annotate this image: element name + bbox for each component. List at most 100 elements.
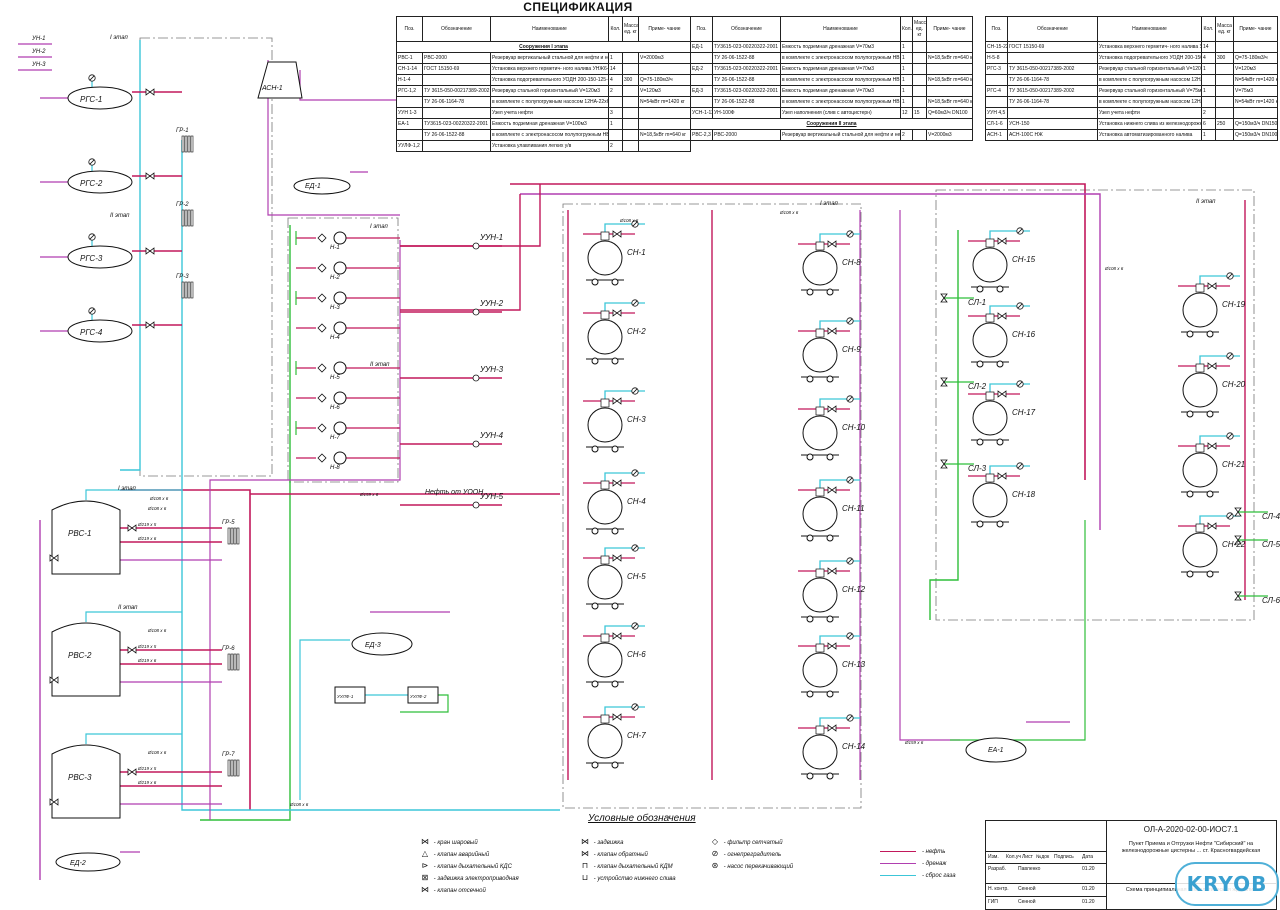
legend-text: - дренаж xyxy=(922,861,947,867)
spec-cell: УСН-1-12 xyxy=(690,107,713,119)
flame-arrester-icon xyxy=(632,545,638,551)
drain-unit-label: СЛ-6 xyxy=(1262,596,1280,605)
spec-cell: Установка верхнего герметич- ного налива… xyxy=(490,63,609,75)
legend-text: - клапан дыхательный КДС xyxy=(432,864,512,870)
flame-arrester-icon xyxy=(847,231,853,237)
loading-unit-label: СН-16 xyxy=(1012,330,1036,339)
spec-cell: Резервуар стальной горизонтальный V=120м… xyxy=(1097,63,1202,75)
spec-cell xyxy=(1215,85,1234,97)
spec-section-cell: Сооружения II этапа xyxy=(690,118,973,130)
loading-tank-icon xyxy=(802,415,838,451)
spec-cell: V=75м3 xyxy=(1233,85,1278,97)
ball-valve-icon xyxy=(940,459,948,469)
manifold-icon xyxy=(184,281,188,299)
vertical-tank-icon xyxy=(51,622,121,697)
ball-valve-icon xyxy=(827,327,837,335)
legend-item: ⊳ - клапан дыхательный КДС xyxy=(418,861,512,870)
wheel-icon xyxy=(826,772,834,780)
spec-cell: Резервуар вертикальный стальной для нефт… xyxy=(490,52,609,64)
manifold-icon xyxy=(181,135,185,153)
spec-cell xyxy=(690,74,713,86)
spec-cell: ГОСТ 15150-69 xyxy=(1007,41,1098,53)
spec-cell: РГС-3 xyxy=(985,63,1008,75)
loading-tank-icon xyxy=(1182,372,1218,408)
ball-valve-icon xyxy=(1207,522,1217,530)
vent-line xyxy=(819,560,860,569)
wheel-icon xyxy=(611,761,619,769)
legend-text: - клапан дыхательный КДМ xyxy=(592,864,673,870)
oil-source-label: Нефть от УООН xyxy=(425,489,484,496)
manifold-icon xyxy=(190,135,194,153)
loading-unit-label: СН-8 xyxy=(842,258,861,267)
spec-cell: ТУ 26-06-1522-88 xyxy=(712,74,781,86)
manifold-label: ГР-5 xyxy=(222,520,235,526)
gas-line xyxy=(120,40,141,471)
drain-tank-icon xyxy=(293,177,351,195)
stamp-line xyxy=(986,896,1106,897)
loading-arm-icon xyxy=(1195,523,1205,533)
loading-tank-icon xyxy=(587,642,623,678)
spec-header-cell: Поз. xyxy=(985,16,1008,42)
stamp-role: ГИП xyxy=(988,899,998,905)
wheel-icon xyxy=(611,445,619,453)
spec-cell: в комплекте с электронасосом полупогружн… xyxy=(780,74,901,86)
spec-cell: ТУ 26-06-1164-78 xyxy=(1007,74,1098,86)
drawing-code: ОЛ-А-2020-02-00-ИОС7.1 xyxy=(1143,825,1239,834)
spec-cell: ТУ 26-06-1164-78 xyxy=(1007,96,1098,108)
wheel-icon xyxy=(1206,570,1214,578)
loading-arm-icon xyxy=(600,633,610,643)
spec-cell: в комплекте с полупогружным насосом 12НА… xyxy=(490,96,609,108)
spec-header-cell: Приме- чание xyxy=(1233,16,1278,42)
pipe-label: Ø219 х 5 xyxy=(137,644,157,649)
spec-cell: ТУ 3615-050-00217389-2002 xyxy=(1007,63,1098,75)
legend-item: ⋈ - кран шаровый xyxy=(418,837,478,846)
ball-valve-icon xyxy=(1207,362,1217,370)
flame-arrester-icon xyxy=(89,234,95,240)
spec-cell: V=2000м3 xyxy=(926,129,973,141)
legend-item: ⋈ - клапан отсечной xyxy=(418,885,486,894)
loading-arm-icon xyxy=(815,487,825,497)
spec-cell: 4 xyxy=(608,74,623,86)
wheel-icon xyxy=(591,602,599,610)
flame-arrester-icon xyxy=(632,704,638,710)
ball-valve-icon xyxy=(49,676,59,684)
unit-label: УН-2 xyxy=(31,49,46,55)
spec-cell: 12 xyxy=(900,107,913,119)
spec-cell xyxy=(985,96,1008,108)
spec-cell: УСН-150 xyxy=(1007,118,1098,130)
spec-cell: N=54кВт m=1420 кг xyxy=(1233,74,1278,86)
legend-text: - клапан обратный xyxy=(592,852,648,858)
meter-label: УУН-2 xyxy=(479,299,504,308)
tank-label: ЕА-1 xyxy=(988,747,1004,754)
manifold-icon xyxy=(230,759,234,777)
pipe-label: Ø108 х 6 xyxy=(1104,266,1124,271)
loading-tank-icon xyxy=(1182,532,1218,568)
transfer-pump-icon xyxy=(333,361,347,375)
spec-cell xyxy=(638,140,691,152)
spec-header-cell: Масса ед. кг xyxy=(1215,16,1234,42)
wheel-icon xyxy=(996,360,1004,368)
legend-line-swatch xyxy=(880,850,916,852)
spec-cell: Емкость подземная дренажная V=70м3 xyxy=(780,85,901,97)
manifold-label: ГР-6 xyxy=(222,646,235,652)
spec-cell xyxy=(1007,52,1098,64)
spec-cell: 1 xyxy=(900,41,913,53)
wheel-icon xyxy=(806,453,814,461)
legend-line-swatch xyxy=(880,874,916,876)
spec-cell xyxy=(1215,63,1234,75)
loading-tank-icon xyxy=(972,400,1008,436)
legend-line-item: - дренаж xyxy=(880,861,946,867)
loading-unit-label: СН-11 xyxy=(842,504,865,513)
flame-arrester-icon xyxy=(1227,433,1233,439)
ball-valve-icon xyxy=(612,632,622,640)
mesh-filter-icon xyxy=(317,363,327,373)
spec-cell: ТУ 3615-050-00217389-2002 xyxy=(1007,85,1098,97)
stamp-header-cell: Лист xyxy=(1022,854,1033,860)
spec-cell xyxy=(1215,107,1234,119)
